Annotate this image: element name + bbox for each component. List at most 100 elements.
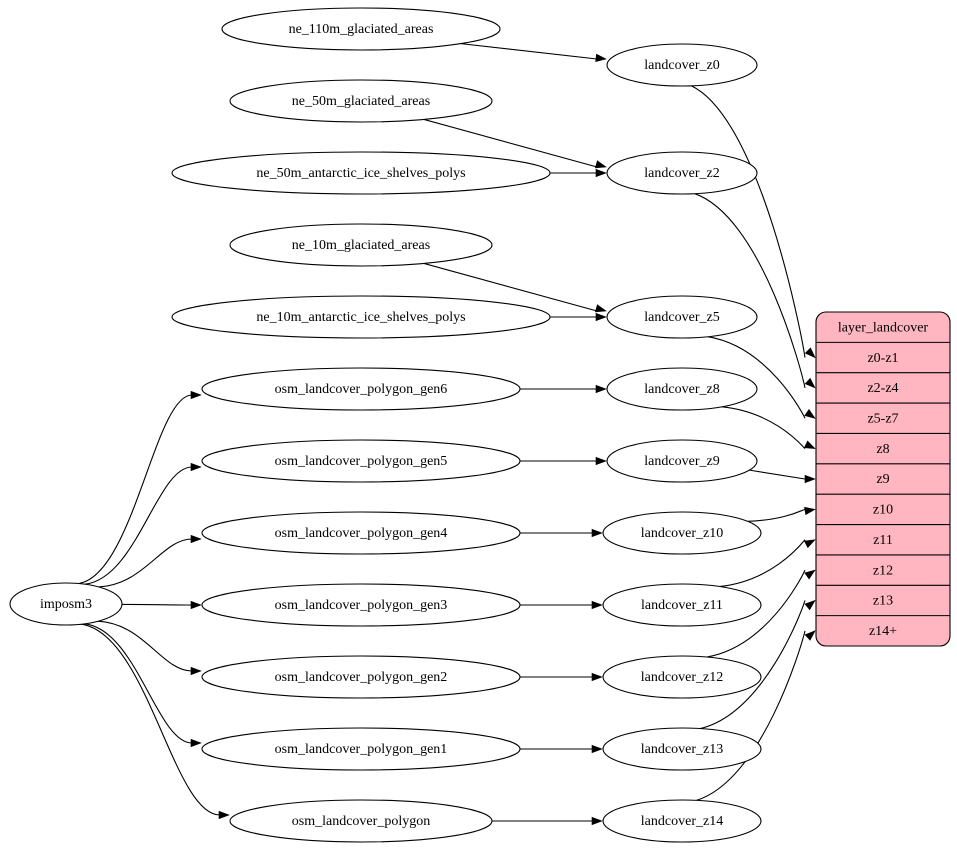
node-osm_landcover_polygon_gen5[interactable]: osm_landcover_polygon_gen5 [201,439,521,483]
node-shape-landcover_z13 [602,727,762,771]
edge-landcover_z13-to-record-z13 [700,600,806,730]
node-label-osm_landcover_polygon_gen1: osm_landcover_polygon_gen1 [275,742,448,757]
node-ne_10m_glaciated_areas[interactable]: ne_10m_glaciated_areas [229,223,493,267]
node-label-osm_landcover_polygon_gen3: osm_landcover_polygon_gen3 [275,598,448,613]
edge-arrowhead [595,384,607,394]
node-label-landcover_z0: landcover_z0 [644,58,719,73]
record-row-z0-z1[interactable]: z0-z1 [867,351,898,366]
record-row-z11[interactable]: z11 [873,533,893,548]
node-landcover_z12[interactable]: landcover_z12 [602,655,762,699]
record-row-z14+[interactable]: z14+ [869,624,897,639]
node-shape-osm_landcover_polygon_gen2 [201,655,521,699]
record-row-z12[interactable]: z12 [873,563,893,578]
edge-landcover_z14-to-record-z14+ [696,630,806,801]
node-shape-ne_10m_glaciated_areas [229,223,493,267]
node-label-landcover_z14: landcover_z14 [641,814,723,829]
edge-arrowhead [804,630,816,641]
edges-layer [78,43,816,826]
node-landcover_z0[interactable]: landcover_z0 [606,43,758,87]
node-shape-osm_landcover_polygon_gen1 [201,727,521,771]
edge-imposm3-to-osm_landcover_polygon_gen5 [84,466,193,585]
record-row-z2-z4[interactable]: z2-z4 [867,381,898,396]
node-label-landcover_z9: landcover_z9 [644,454,719,469]
edge-arrowhead [595,53,607,62]
node-shape-landcover_z0 [606,43,758,87]
edge-arrowhead [591,528,603,538]
node-landcover_z8[interactable]: landcover_z8 [606,367,758,411]
edge-arrowhead [190,600,202,610]
record-row-z9[interactable]: z9 [876,472,889,487]
node-landcover_z13[interactable]: landcover_z13 [602,727,762,771]
edge-ne_110m_glaciated_areas-to-landcover_z0 [460,43,598,60]
edge-arrowhead [803,539,816,549]
node-landcover_z10[interactable]: landcover_z10 [602,511,762,555]
node-shape-osm_landcover_polygon [229,799,493,843]
edge-arrowhead [803,440,816,450]
node-osm_landcover_polygon_gen3[interactable]: osm_landcover_polygon_gen3 [201,583,521,627]
node-imposm3[interactable]: imposm3 [9,582,123,626]
edge-arrowhead [804,377,816,389]
node-landcover_z5[interactable]: landcover_z5 [606,295,758,339]
edge-landcover_z10-to-record-z10 [747,508,806,522]
record-node-layer: layer_landcoverz0-z1z2-z4z5-z7z8z9z10z11… [815,311,951,647]
node-label-landcover_z12: landcover_z12 [641,670,723,685]
node-label-osm_landcover_polygon_gen2: osm_landcover_polygon_gen2 [275,670,448,685]
node-label-landcover_z13: landcover_z13 [641,742,723,757]
node-ne_110m_glaciated_areas[interactable]: ne_110m_glaciated_areas [221,7,501,51]
node-shape-imposm3 [9,582,123,626]
edge-imposm3-to-osm_landcover_polygon [81,623,221,816]
edge-arrowhead [190,390,202,400]
node-label-osm_landcover_polygon_gen5: osm_landcover_polygon_gen5 [275,454,448,469]
edge-arrowhead [595,312,607,322]
edge-ne_10m_glaciated_areas-to-landcover_z5 [423,262,598,312]
edge-arrowhead [804,599,816,611]
edge-arrowhead [591,600,603,610]
node-shape-landcover_z14 [602,799,762,843]
record-row-z8[interactable]: z8 [876,442,889,457]
edge-landcover_z0-to-record-z0-z1 [691,85,806,358]
node-landcover_z14[interactable]: landcover_z14 [602,799,762,843]
node-label-ne_110m_glaciated_areas: ne_110m_glaciated_areas [289,22,434,37]
node-ne_50m_antarctic_ice_shelves_polys[interactable]: ne_50m_antarctic_ice_shelves_polys [171,151,551,195]
node-osm_landcover_polygon_gen2[interactable]: osm_landcover_polygon_gen2 [201,655,521,699]
record-row-z5-z7[interactable]: z5-z7 [867,411,898,426]
node-landcover_z9[interactable]: landcover_z9 [606,439,758,483]
node-label-ne_10m_glaciated_areas: ne_10m_glaciated_areas [292,238,430,253]
edge-arrowhead [594,160,607,169]
node-ne_50m_glaciated_areas[interactable]: ne_50m_glaciated_areas [229,79,493,123]
record-node-layer-landcover[interactable]: layer_landcoverz0-z1z2-z4z5-z7z8z9z10z11… [815,311,951,647]
edge-imposm3-to-osm_landcover_polygon_gen4 [98,538,193,588]
node-shape-ne_50m_glaciated_areas [229,79,493,123]
node-label-ne_10m_antarctic_ice_shelves_polys: ne_10m_antarctic_ice_shelves_polys [256,310,465,325]
node-label-landcover_z8: landcover_z8 [644,382,719,397]
node-ne_10m_antarctic_ice_shelves_polys[interactable]: ne_10m_antarctic_ice_shelves_polys [171,295,551,339]
node-shape-ne_50m_antarctic_ice_shelves_polys [171,151,551,195]
edge-arrowhead [804,569,816,580]
edge-arrowhead [595,456,607,466]
node-osm_landcover_polygon_gen6[interactable]: osm_landcover_polygon_gen6 [201,367,521,411]
node-osm_landcover_polygon[interactable]: osm_landcover_polygon [229,799,493,843]
node-osm_landcover_polygon_gen4[interactable]: osm_landcover_polygon_gen4 [201,511,521,555]
node-shape-osm_landcover_polygon_gen5 [201,439,521,483]
edge-arrowhead [591,672,603,682]
edge-arrowhead [190,534,202,544]
edge-arrowhead [591,816,603,826]
node-osm_landcover_polygon_gen1[interactable]: osm_landcover_polygon_gen1 [201,727,521,771]
edge-imposm3-to-osm_landcover_polygon_gen3 [121,603,193,606]
edge-arrowhead [190,738,202,748]
node-label-osm_landcover_polygon: osm_landcover_polygon [292,814,430,829]
node-label-landcover_z10: landcover_z10 [641,526,723,541]
edge-arrowhead [804,506,816,516]
node-landcover_z11[interactable]: landcover_z11 [602,583,762,627]
edge-arrowhead [804,474,816,484]
edge-landcover_z12-to-record-z12 [706,569,806,658]
node-shape-osm_landcover_polygon_gen4 [201,511,521,555]
edge-landcover_z5-to-record-z5-z7 [707,336,806,419]
record-row-z13[interactable]: z13 [873,594,893,609]
record-row-z10[interactable]: z10 [873,503,893,518]
node-shape-osm_landcover_polygon_gen3 [201,583,521,627]
node-landcover_z2[interactable]: landcover_z2 [606,151,758,195]
edge-imposm3-to-osm_landcover_polygon_gen1 [84,623,193,744]
edge-ne_50m_glaciated_areas-to-landcover_z2 [423,118,598,168]
